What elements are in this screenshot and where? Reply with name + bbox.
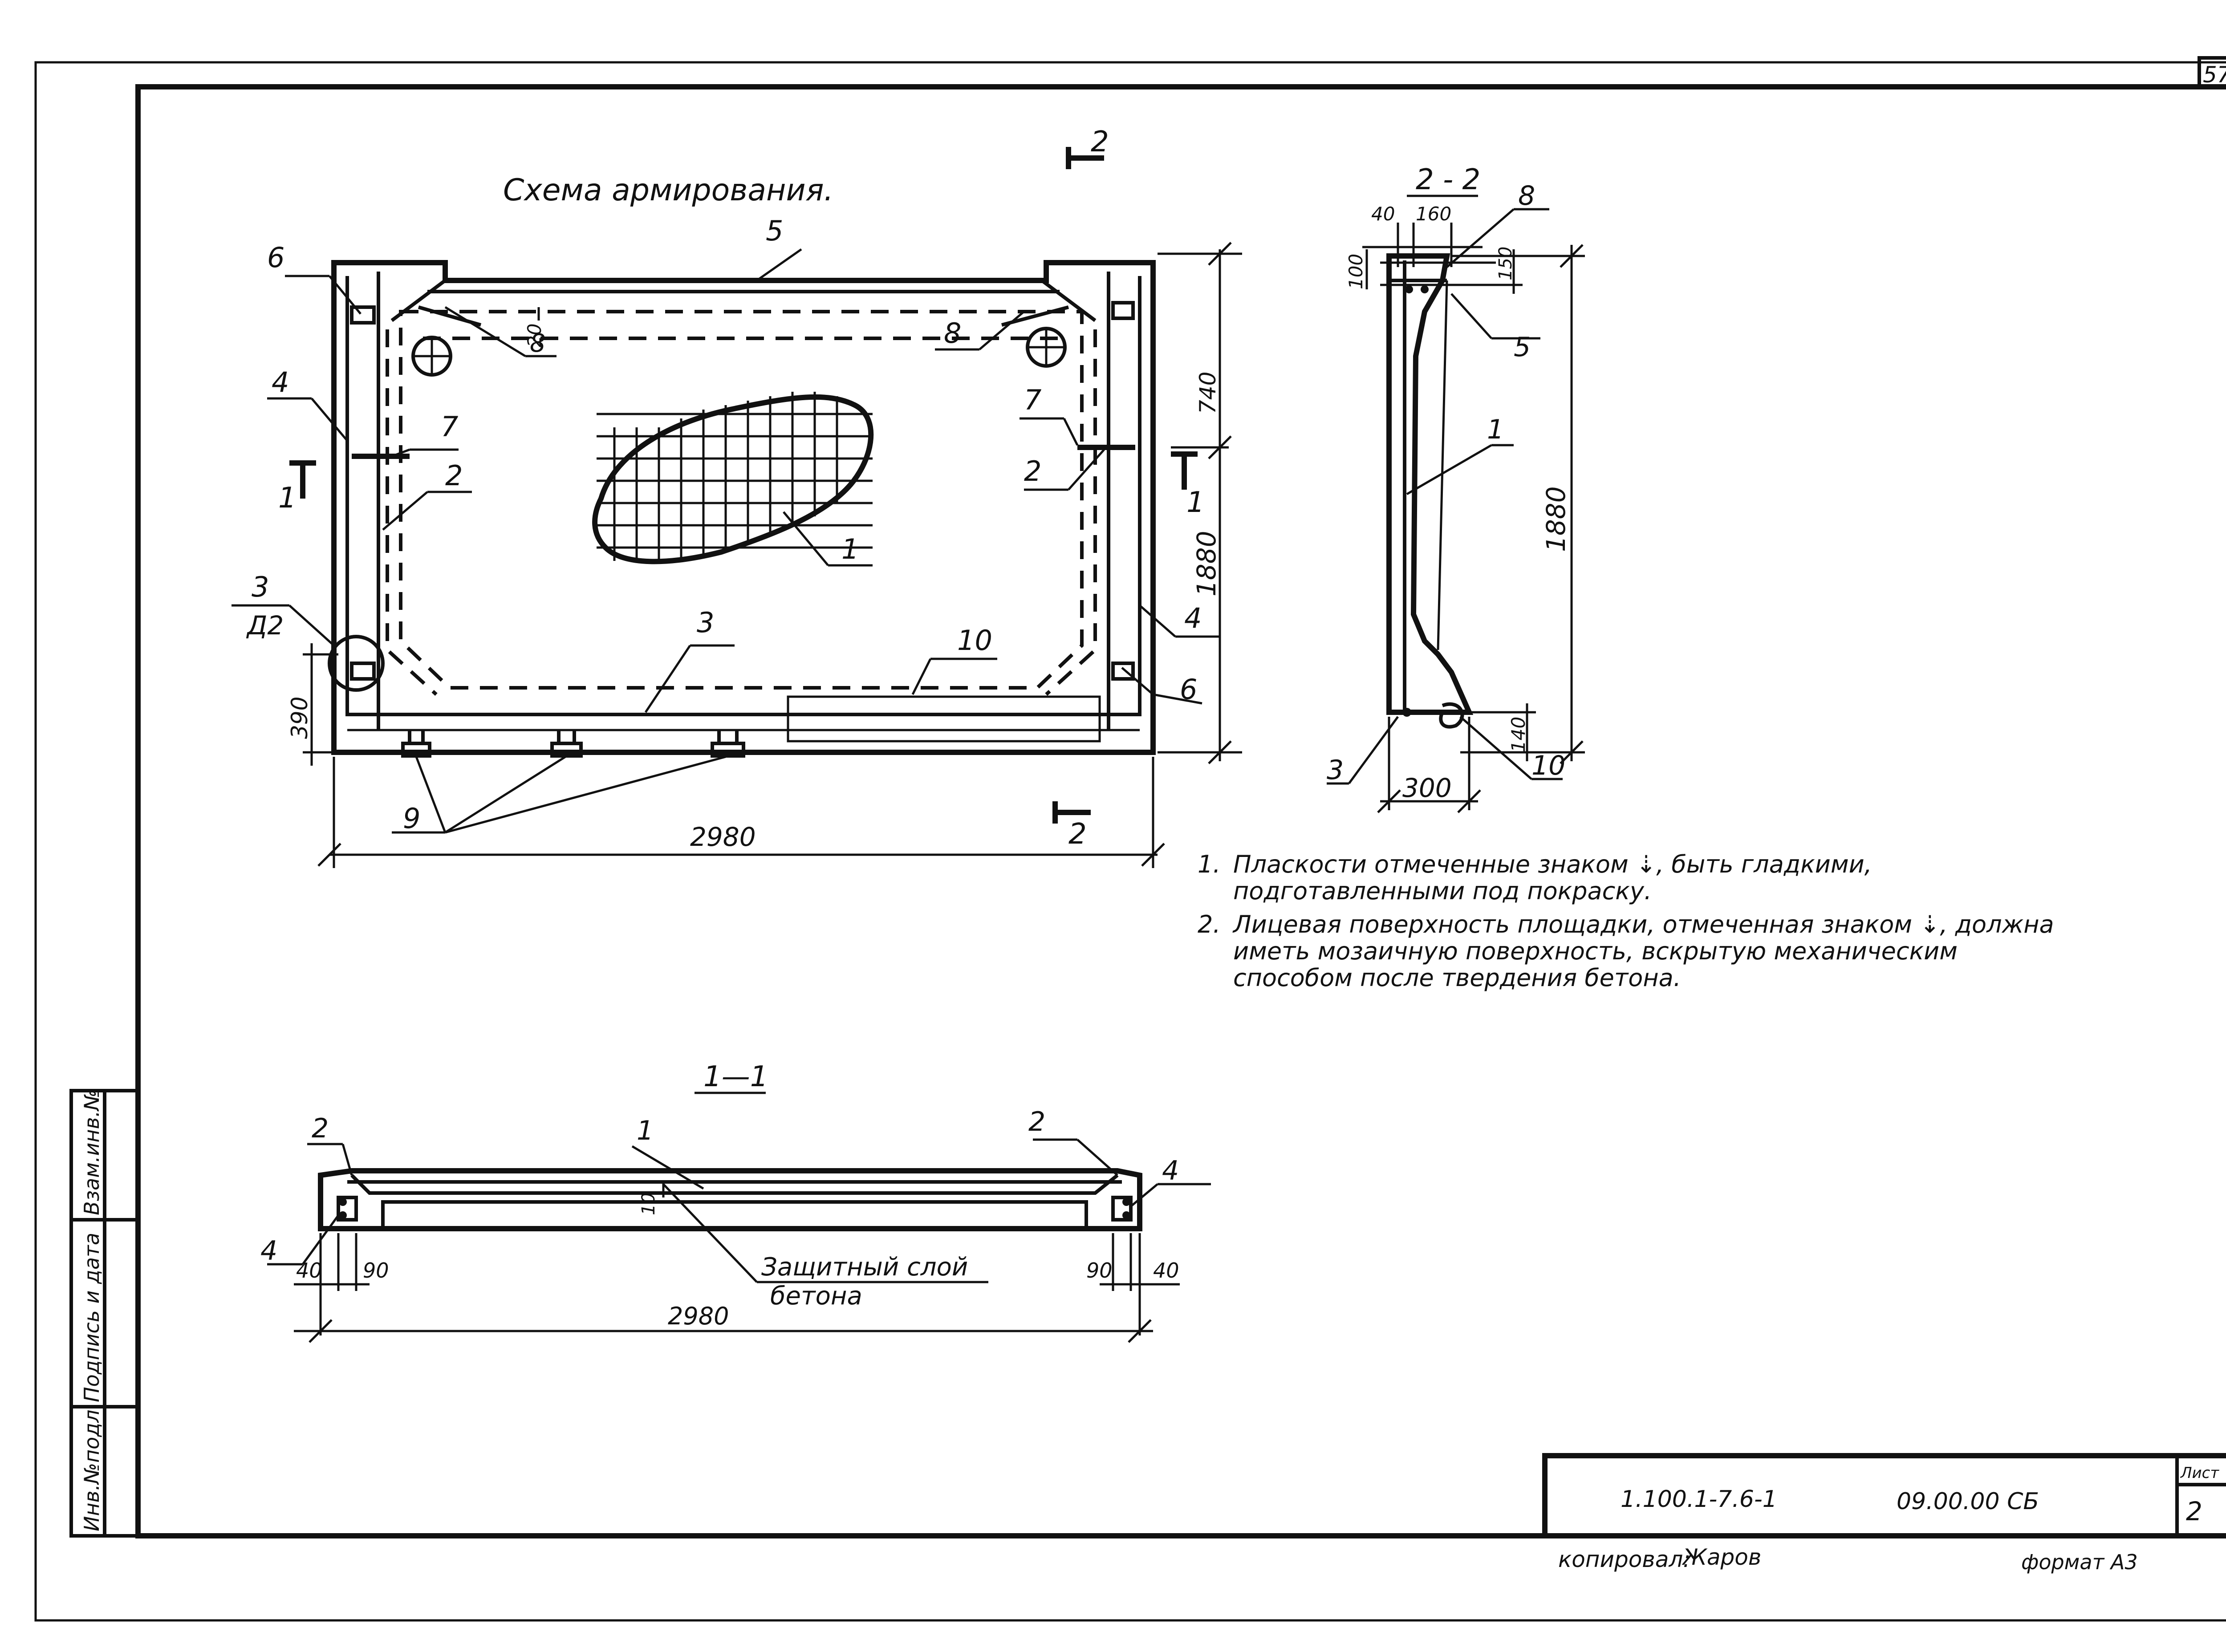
label-4-right: 4 (1184, 602, 1202, 634)
dim-2980-plan: 2980 (690, 822, 756, 852)
dim-2980-11: 2980 (668, 1302, 729, 1330)
plan-view: 2980 1880 740 390 20 6 (232, 126, 1242, 868)
label-10: 10 (957, 624, 992, 657)
dim-20-plan: 20 (524, 324, 545, 347)
label-7-right: 7 (1024, 384, 1041, 416)
label-8-left: 8 (530, 329, 546, 358)
inner-frame (135, 84, 2226, 1538)
label-4-11-left: 4 (260, 1235, 277, 1266)
sheet-format: формат А3 (2021, 1550, 2138, 1574)
note-1-line1: Плаcкости отмеченные знаком ⇣, быть глад… (1233, 850, 1872, 878)
label-5: 5 (766, 215, 783, 247)
dim-90-11-right: 90 (1086, 1258, 1113, 1283)
dim-740-plan: 740 (1195, 372, 1221, 414)
label-5-22: 5 (1514, 332, 1531, 363)
label-6-top: 6 (267, 241, 284, 274)
dim-150-22: 150 (1495, 247, 1516, 280)
dim-90-11-left: 90 (363, 1258, 389, 1283)
label-2-11-left: 2 (312, 1113, 329, 1144)
dim-160-22: 160 (1416, 203, 1451, 225)
label-2-right: 2 (1024, 455, 1041, 487)
label-4-left: 4 (272, 366, 289, 398)
sheet-number: 57 (2203, 62, 2226, 88)
label-7-left: 7 (441, 410, 458, 443)
dim-300-22: 300 (1402, 773, 1452, 803)
dim-1880-plan: 1880 (1191, 531, 1222, 597)
title-block: 1.100.1-7.6-1 09.00.00 СБ Лист 2 копиров… (1542, 1453, 2226, 1574)
doc-code: 1.100.1-7.6-1 (1621, 1486, 1777, 1513)
label-10-22: 10 (1531, 750, 1565, 781)
section-1-1-title: 1—1 (703, 1060, 768, 1093)
note-2-line2: иметь мозаичную поверхность, вскрытую ме… (1233, 937, 1958, 965)
label-d2: Д2 (246, 610, 284, 641)
copier-signature: Жаров (1682, 1544, 1761, 1570)
note-2-line3: способом после твердения бетона. (1233, 964, 1681, 992)
copied-by: копировал: (1558, 1546, 1690, 1572)
label-1-22: 1 (1487, 414, 1504, 445)
label-1-11: 1 (637, 1115, 654, 1146)
note-2-num: 2. (1198, 910, 1221, 938)
section-mark-2-bottom: 2 (1068, 818, 1087, 851)
dim-390-plan: 390 (287, 697, 313, 739)
drawing-title: Схема армирования. (503, 173, 833, 208)
section-2-2: 2 - 2 (1327, 163, 1585, 813)
section-mark-1-right: 1 (1186, 486, 1205, 519)
dim-40-11-left: 40 (296, 1258, 322, 1283)
dim-100-22: 100 (1345, 254, 1367, 289)
label-3-22: 3 (1327, 755, 1344, 786)
callout-concrete: бетона (770, 1282, 862, 1311)
label-2-left: 2 (445, 459, 463, 492)
label-6-right: 6 (1180, 673, 1197, 706)
note-1-num: 1. (1198, 850, 1221, 878)
side-stamp-signature: Подпись и дата (80, 1233, 104, 1402)
section-mark-2-top: 2 (1091, 126, 1109, 158)
dim-140-22: 140 (1507, 717, 1529, 752)
label-4-11-right: 4 (1162, 1155, 1179, 1186)
item-code: 09.00.00 СБ (1897, 1488, 2039, 1515)
outer-border (34, 61, 2226, 1622)
note-2-line1: Лицевая поверхность площадки, отмеченная… (1232, 910, 2054, 938)
label-3-bottom: 3 (697, 606, 714, 639)
label-2-11-right: 2 (1028, 1106, 1045, 1137)
sheet-number-box (2198, 56, 2226, 89)
label-1-mesh: 1 (841, 533, 859, 565)
section-mark-1-left: 1 (278, 482, 297, 515)
section-2-2-title: 2 - 2 (1416, 163, 1480, 196)
callout-protective-layer: Защитный слой (761, 1253, 968, 1282)
sheet-value: 2 (2186, 1496, 2202, 1526)
notes: 1. Плаcкости отмеченные знаком ⇣, быть г… (1198, 850, 2054, 992)
note-1-line2: подготавленными под покраску. (1233, 877, 1652, 905)
sheet-label: Лист (2180, 1464, 2219, 1482)
side-stamp-inventory: Инв.№подл (80, 1410, 104, 1531)
label-9: 9 (403, 802, 420, 835)
label-8-22: 8 (1518, 180, 1535, 211)
side-stamp-replace: Взам.инв.№ (80, 1089, 104, 1215)
dim-40-11-right: 40 (1153, 1258, 1179, 1283)
dim-1880-22: 1880 (1541, 486, 1571, 552)
label-3-left: 3 (252, 571, 269, 603)
label-8-right: 8 (944, 317, 961, 349)
dim-40-22: 40 (1371, 203, 1395, 225)
side-stamp: Взам.инв.№ Подпись и дата Инв.№подл (69, 1089, 140, 1538)
dim-10-11: 10 (638, 1193, 659, 1215)
section-1-1: 1—1 (260, 1060, 1211, 1343)
